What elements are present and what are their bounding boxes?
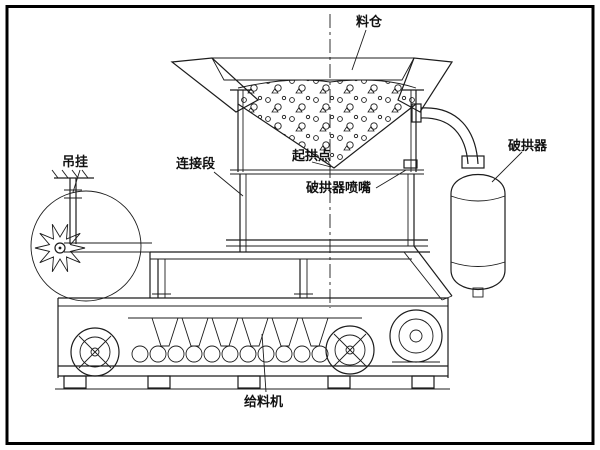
bracket-hatch-2 (61, 169, 69, 179)
bracket-hatch-4 (81, 169, 89, 179)
material-surface-line (237, 79, 417, 89)
chute-edge-outer (413, 245, 453, 297)
chute-edge-inner (403, 251, 443, 301)
arch-breaker-nozzle-part (403, 159, 418, 169)
label-feeder: 给料机 (244, 394, 283, 409)
hanger-plate (241, 317, 269, 347)
pulley-spoke (333, 333, 367, 367)
material-fill (238, 80, 416, 168)
label-silo: 料仓 (356, 14, 383, 29)
chain-rollers (131, 345, 329, 363)
foot (237, 375, 261, 389)
label-arch-breaker: 破拱器 (508, 138, 548, 153)
drive-motor (389, 309, 443, 363)
roller (239, 345, 257, 363)
leader-connection (213, 171, 244, 197)
roller (275, 345, 293, 363)
arch-breaker-assembly (411, 103, 506, 298)
leader-hanger (72, 169, 81, 193)
roller (131, 345, 149, 363)
label-arch-breaker-nozzle: 破拱器喷嘴 (306, 180, 371, 195)
leader-arch-breaker (491, 151, 523, 183)
feeder-assembly (55, 297, 450, 390)
pipe-flange (411, 103, 422, 123)
foot (327, 375, 351, 389)
hanger-plate (271, 317, 299, 347)
sprocket-hub (54, 242, 66, 254)
label-arch-point: 起拱点 (291, 148, 331, 163)
bracket-hatch-1 (51, 169, 59, 179)
roller (149, 345, 167, 363)
base-feet (63, 375, 435, 389)
hanger-plate (211, 317, 239, 347)
bracket-hatch-3 (71, 169, 79, 179)
pulley-spoke (78, 335, 112, 369)
foot (63, 375, 87, 389)
air-pipe-outer (420, 107, 479, 165)
leader-silo (351, 29, 367, 71)
hanger-plate (181, 317, 209, 347)
right-pulley (325, 325, 375, 375)
left-pulley (70, 327, 120, 377)
hanger-plate (301, 317, 329, 347)
wheel-detail-circle (30, 190, 142, 302)
sprocket-gear-icon (34, 223, 86, 273)
silo-hopper (170, 57, 454, 175)
tank-dome-bottom (450, 269, 506, 290)
roller (221, 345, 239, 363)
tank-top-fitting (461, 155, 485, 169)
roller (185, 345, 203, 363)
sprocket-center (58, 246, 62, 250)
roller (167, 345, 185, 363)
tank-seam-bottom (450, 261, 506, 267)
silo-top-hatch-band (211, 57, 415, 81)
leader-nozzle (375, 169, 407, 189)
leader-feeder (261, 333, 267, 393)
label-hanger: 吊挂 (62, 154, 88, 169)
roller (257, 345, 275, 363)
leader-lines (72, 29, 523, 393)
material-arch-line (237, 103, 417, 169)
tank-dome-top (450, 174, 506, 195)
foot (147, 375, 171, 389)
label-connection-section: 连接段 (176, 156, 215, 171)
hanger-wheel-assembly (30, 169, 152, 302)
roller (293, 345, 311, 363)
tank-drain-stub (472, 287, 484, 298)
tank-seam-top (450, 195, 506, 202)
hanger-plate (151, 317, 179, 347)
connection-section-duct (149, 174, 453, 301)
leader-arch-point (311, 161, 332, 168)
frame-border (5, 5, 595, 445)
trough-hangers (151, 317, 329, 347)
air-pipe-inner (420, 117, 469, 165)
roller (203, 345, 221, 363)
roller (311, 345, 329, 363)
foot (411, 375, 435, 389)
